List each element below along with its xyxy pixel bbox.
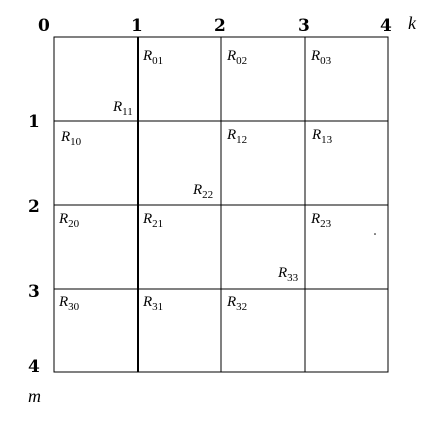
region-label-r31: R31 (142, 294, 163, 313)
region-label-r11: R11 (112, 99, 133, 118)
region-label-r20: R20 (58, 211, 80, 230)
region-label-r10: R10 (60, 129, 82, 148)
m-tick-2: 2 (28, 197, 40, 217)
region-label-r21: R21 (142, 211, 163, 230)
region-label-r30: R30 (58, 294, 80, 313)
region-label-r33: R33 (277, 265, 299, 284)
k-axis-name: k (408, 13, 417, 33)
k-tick-4: 4 (380, 16, 392, 36)
region-label-r03: R03 (310, 48, 332, 67)
region-label-r23: R23 (310, 211, 332, 230)
region-label-r12: R12 (226, 127, 247, 146)
stray-dot (374, 233, 376, 235)
m-tick-4: 4 (28, 357, 40, 377)
region-label-r13: R13 (311, 127, 333, 146)
m-tick-1: 1 (28, 112, 40, 132)
region-label-r01: R01 (142, 48, 163, 67)
k-tick-1: 1 (131, 16, 143, 36)
k-tick-3: 3 (298, 16, 310, 36)
region-label-r22: R22 (192, 182, 213, 201)
m-tick-3: 3 (28, 282, 40, 302)
m-axis-name: m (28, 386, 41, 406)
region-label-r02: R02 (226, 48, 247, 67)
region-label-r32: R32 (226, 294, 247, 313)
k-tick-2: 2 (214, 16, 226, 36)
k-tick-0: 0 (38, 16, 50, 36)
